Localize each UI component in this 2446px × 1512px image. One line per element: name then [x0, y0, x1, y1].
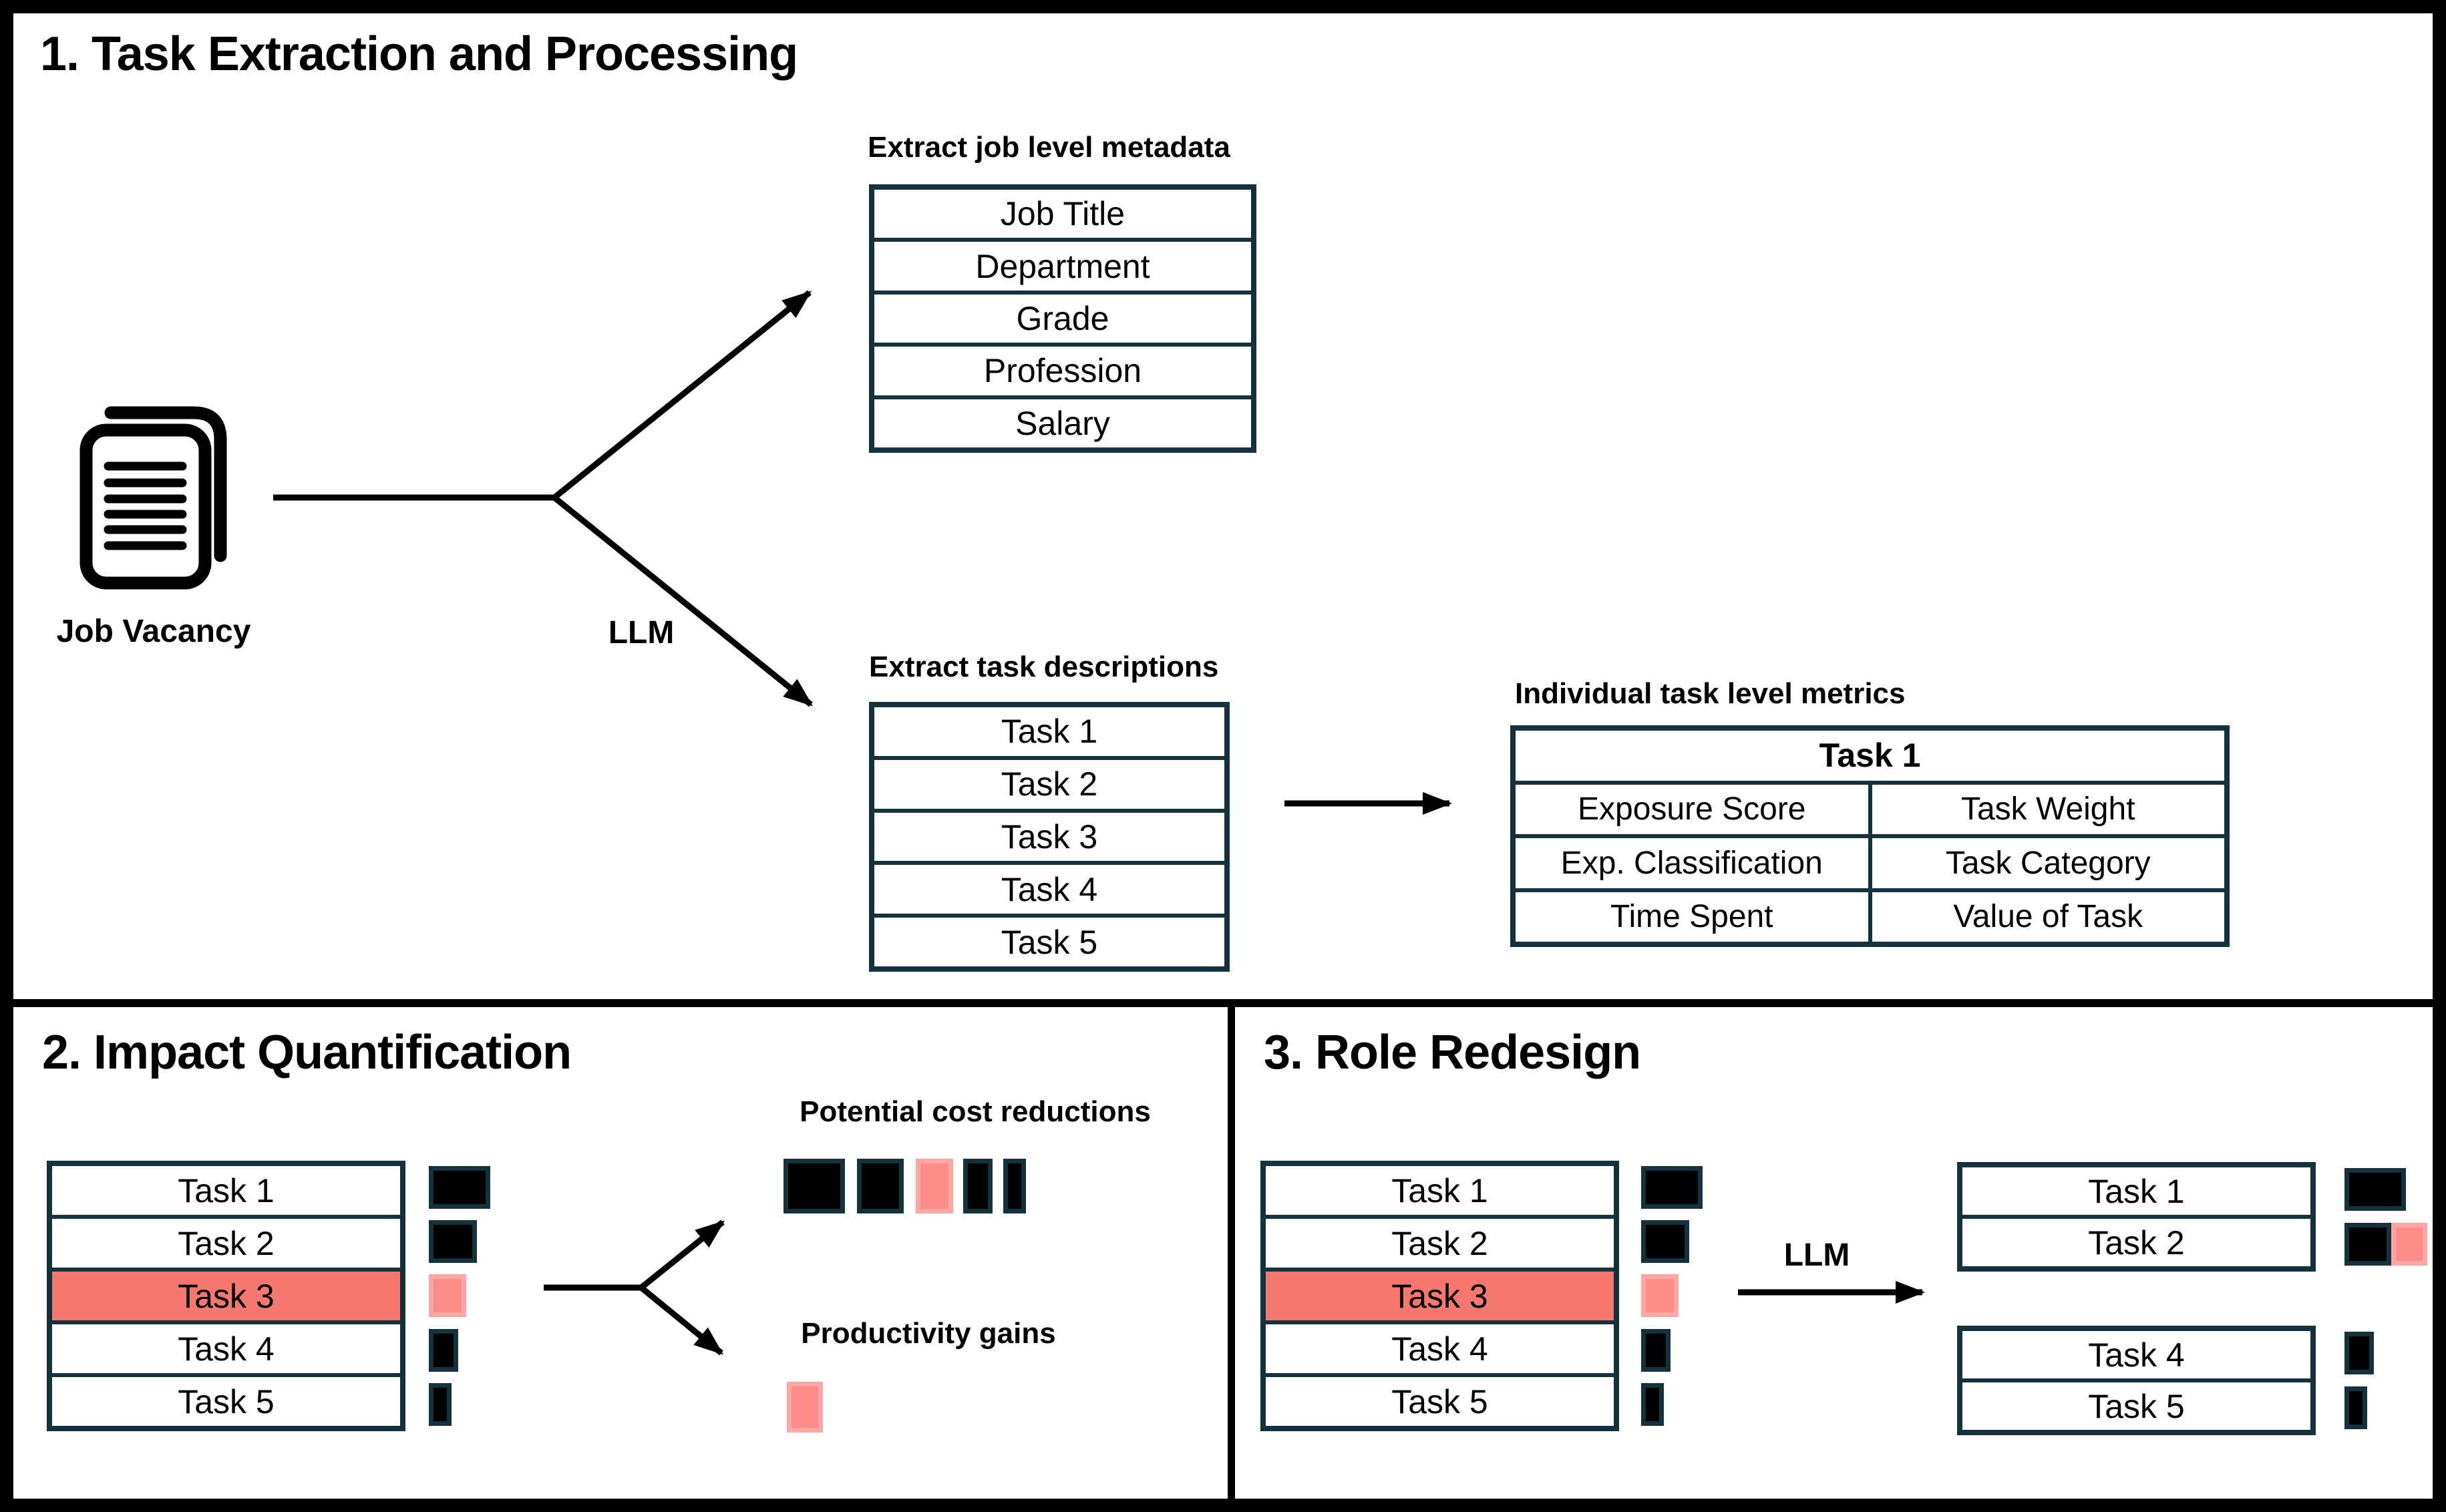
- redesign-task-list: Task 1 Task 2 Task 3 Task 4 Task 5: [1260, 1161, 1619, 1431]
- redesigned-tasks-top-group: Task 1 Task 2: [1957, 1162, 2316, 1272]
- task-row: Task 5: [874, 914, 1224, 966]
- metadata-row: Grade: [874, 290, 1251, 343]
- tasks-to-metrics-arrow-icon: [1284, 792, 1452, 815]
- metadata-row: Salary: [874, 395, 1251, 448]
- task-row-highlighted: Task 3: [1266, 1268, 1614, 1320]
- metrics-row: Exp. Classification Task Category: [1516, 834, 2224, 888]
- impact-fork-arrows-icon: [544, 1219, 725, 1356]
- task-row: Task 4: [1962, 1331, 2310, 1378]
- vertical-section-divider: [1228, 1003, 1235, 1499]
- task-row: Task 4: [52, 1320, 400, 1373]
- task-row: Task 1: [52, 1166, 400, 1215]
- exposure-bar-task4: [2344, 1332, 2374, 1374]
- llm-fork-arrows-icon: [273, 290, 814, 707]
- metrics-row: Exposure Score Task Weight: [1516, 780, 2225, 834]
- productivity-square-pink: [787, 1382, 823, 1433]
- exposure-bar-task3-pink: [429, 1274, 466, 1317]
- metrics-cell: Task Weight: [1868, 784, 2225, 834]
- cost-square-4: [963, 1159, 993, 1213]
- task-row: Task 2: [1266, 1215, 1614, 1268]
- section1-llm-label: LLM: [608, 615, 675, 650]
- task-row: Task 2: [1962, 1215, 2310, 1266]
- task-row: Task 3: [874, 808, 1224, 862]
- task-row: Task 2: [874, 755, 1224, 809]
- metrics-cell: Exposure Score: [1577, 791, 1806, 827]
- metadata-row: Profession: [874, 343, 1251, 395]
- cost-reductions-label: Potential cost reductions: [800, 1095, 1151, 1128]
- section2-title: 2. Impact Quantification: [42, 1026, 572, 1079]
- job-vacancy-label: Job Vacancy: [56, 614, 251, 649]
- exposure-bar-task1: [429, 1166, 490, 1209]
- task-row: Task 4: [1266, 1320, 1614, 1373]
- exposure-bar-task5: [429, 1383, 452, 1426]
- exposure-bar-task5: [1641, 1383, 1664, 1426]
- exposure-bar-task4: [429, 1329, 458, 1372]
- task-row: Task 5: [52, 1373, 400, 1426]
- metrics-cell: Value of Task: [1868, 892, 2225, 942]
- exposure-bar-task2: [429, 1220, 477, 1263]
- task-row: Task 4: [874, 861, 1224, 914]
- section3-llm-label: LLM: [1783, 1238, 1850, 1273]
- task-row: Task 1: [874, 707, 1224, 756]
- task-descriptions-table: Task 1 Task 2 Task 3 Task 4 Task 5: [869, 702, 1230, 972]
- exposure-bar-task2-black: [2344, 1223, 2391, 1266]
- exposure-bar-task1: [1641, 1166, 1703, 1209]
- llm-redesign-arrow-icon: [1738, 1281, 1925, 1304]
- cost-square-2: [857, 1159, 904, 1213]
- exposure-bar-task5: [2344, 1386, 2367, 1429]
- metadata-row: Department: [874, 238, 1251, 291]
- section3-title: 3. Role Redesign: [1264, 1026, 1641, 1079]
- cost-square-3-pink: [916, 1159, 953, 1213]
- metrics-cell: Time Spent: [1610, 899, 1773, 935]
- exposure-bar-task2-pink-extension: [2391, 1223, 2427, 1266]
- task-row: Task 5: [1266, 1373, 1614, 1426]
- exposure-bar-task1: [2344, 1168, 2406, 1211]
- metrics-header-row: Task 1: [1516, 731, 2224, 781]
- productivity-gains-label: Productivity gains: [801, 1317, 1056, 1350]
- task-row-highlighted: Task 3: [52, 1268, 400, 1320]
- metrics-cell: Exp. Classification: [1560, 845, 1823, 881]
- section1-title: 1. Task Extraction and Processing: [40, 27, 798, 81]
- cost-square-5: [1003, 1159, 1026, 1213]
- task-row: Task 1: [1962, 1167, 2310, 1215]
- task-row: Task 2: [52, 1215, 400, 1268]
- metrics-cell: Task Category: [1868, 838, 2225, 888]
- metadata-row: Job Title: [874, 190, 1251, 238]
- impact-task-list: Task 1 Task 2 Task 3 Task 4 Task 5: [47, 1161, 405, 1431]
- exposure-bar-task2: [1641, 1220, 1689, 1263]
- metrics-table-title: Individual task level metrics: [1515, 677, 1906, 710]
- task-descriptions-title: Extract task descriptions: [869, 650, 1219, 683]
- metrics-row: Time Spent Value of Task: [1516, 888, 2224, 942]
- horizontal-section-divider: [0, 999, 2446, 1007]
- job-metadata-table: Job Title Department Grade Profession Sa…: [869, 184, 1256, 453]
- exposure-bar-task4: [1641, 1329, 1671, 1372]
- metadata-table-title: Extract job level metadata: [868, 131, 1230, 164]
- task-row: Task 5: [1962, 1378, 2310, 1430]
- redesigned-tasks-bottom-group: Task 4 Task 5: [1957, 1326, 2316, 1435]
- task-metrics-table: Task 1 Exposure Score Task Weight Exp. C…: [1510, 725, 2230, 947]
- job-vacancy-document-icon: [79, 406, 227, 590]
- task-row: Task 1: [1266, 1166, 1614, 1215]
- exposure-bar-task3-pink: [1641, 1274, 1679, 1317]
- cost-square-1: [783, 1159, 845, 1213]
